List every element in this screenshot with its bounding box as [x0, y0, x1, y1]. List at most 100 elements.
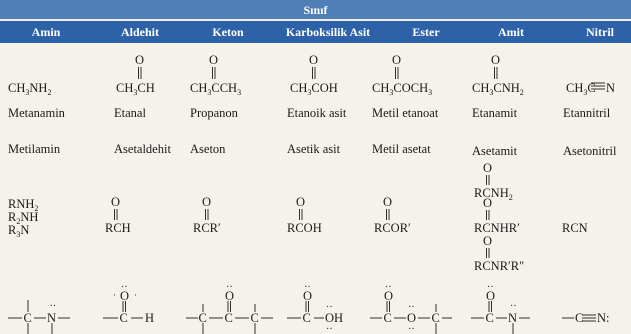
general-formula-ester: RCOR′ O [374, 195, 411, 235]
formula-ketone: CH3CCH3 O [190, 53, 241, 97]
svg-text:··: ·· [408, 302, 415, 313]
carbonyl-oxygen: O [309, 53, 318, 67]
svg-text:··: ·· [304, 282, 311, 293]
svg-text:C: C [251, 311, 259, 325]
svg-text:O: O [383, 195, 392, 209]
svg-text:C: C [199, 311, 207, 325]
svg-text:R3N: R3N [8, 223, 29, 239]
general-formula-nitrile: RCN [562, 221, 588, 235]
svg-text:RCNHR′: RCNHR′ [474, 221, 520, 235]
iupac-name-amine: Metanamin [8, 106, 65, 120]
svg-text:·: · [134, 290, 137, 300]
formula-nitrile: CH3C N [566, 81, 615, 97]
svg-text:RCH: RCH [105, 221, 131, 235]
svg-text:OH: OH [325, 311, 343, 325]
iupac-name-amide: Etanamit [472, 106, 518, 120]
svg-text:C: C [384, 311, 392, 325]
svg-text:··: ·· [326, 324, 333, 334]
svg-text:N: N [47, 311, 56, 325]
svg-text:R2NH: R2NH [8, 210, 38, 226]
svg-text:O: O [111, 195, 120, 209]
class-group-label: Sınıf [303, 3, 328, 17]
column-header-amine: Amin [31, 25, 61, 39]
iupac-name-nitrile: Etannitril [563, 106, 611, 120]
general-formula-amide: RCNH2 O RCNHR′ O RCNR′R″ O [474, 161, 524, 273]
functional-group-amine [8, 300, 70, 334]
header-divider [0, 19, 631, 20]
functional-group-nitrile [562, 314, 596, 322]
svg-text:RNH2: RNH2 [8, 197, 38, 213]
carbonyl-oxygen: O [491, 53, 500, 67]
svg-text:O: O [483, 234, 492, 248]
common-name-aldehyde: Asetaldehit [114, 142, 171, 156]
svg-text:O: O [296, 195, 305, 209]
svg-text:RCNH2: RCNH2 [474, 186, 513, 202]
formula-amide: CH3CNH2 O [472, 53, 524, 97]
general-formula-amine: RNH2 R2NH R3N [8, 197, 38, 239]
svg-text:C: C [24, 311, 32, 325]
svg-text:N: N [606, 81, 615, 95]
formula-ester: CH3COCH3 O [372, 53, 432, 97]
iupac-name-ester: Metil etanoat [372, 106, 439, 120]
common-name-ester: Metil asetat [372, 142, 431, 156]
iupac-name-ketone: Propanon [190, 106, 238, 120]
column-header-amide: Amit [498, 25, 524, 39]
svg-text:C: C [120, 311, 128, 325]
svg-text:··: ·· [50, 301, 57, 312]
iupac-name-carboxylic-acid: Etanoik asit [287, 106, 347, 120]
svg-text:CH3CCH3: CH3CCH3 [190, 81, 241, 97]
column-header-carboxylic-acid: Karboksilik Asit [285, 25, 371, 39]
svg-text:N:: N: [597, 311, 610, 325]
svg-text:··: ·· [487, 282, 494, 293]
formula-carboxylic-acid: CH3COH O [290, 53, 338, 97]
svg-text:C: C [432, 311, 440, 325]
class-group-header: Sınıf [0, 0, 631, 20]
svg-text:RCN: RCN [562, 221, 588, 235]
svg-text:O: O [483, 161, 492, 175]
column-header-nitrile: Nitril [586, 25, 614, 39]
common-name-nitrile: Asetonitril [563, 144, 617, 158]
formula-aldehyde: CH3CH O [116, 53, 155, 97]
svg-text:O: O [120, 289, 129, 303]
svg-text:O: O [384, 289, 393, 303]
functional-group-ester [370, 301, 452, 334]
formula-amine: CH3NH2 [8, 81, 51, 97]
svg-text:O: O [202, 195, 211, 209]
svg-text:CH3C: CH3C [566, 81, 596, 97]
common-name-amide: Asetamit [472, 144, 518, 158]
carbonyl-oxygen: O [209, 53, 218, 67]
general-formula-carboxylic-acid: RCOH O [287, 195, 322, 235]
svg-text:·: · [113, 290, 116, 300]
svg-text:RCNR′R″: RCNR′R″ [474, 259, 524, 273]
svg-text:··: ·· [226, 282, 233, 293]
common-name-ketone: Aseton [190, 142, 226, 156]
functional-group-aldehyde [103, 301, 143, 319]
svg-text:CH3COH: CH3COH [290, 81, 338, 97]
column-header-ketone: Keton [212, 25, 244, 39]
svg-text:H: H [145, 311, 154, 325]
svg-text:C: C [225, 311, 233, 325]
svg-text:C: C [303, 311, 311, 325]
svg-text:O: O [303, 289, 312, 303]
svg-text:N: N [508, 311, 517, 325]
carbonyl-oxygen: O [392, 53, 401, 67]
column-header-row: Amin Aldehit Keton Karboksilik Asit Este… [0, 21, 631, 43]
svg-text:CH3CNH2: CH3CNH2 [472, 81, 524, 97]
functional-group-carboxylic-acid [287, 301, 324, 319]
general-formula-aldehyde: RCH O [105, 195, 131, 235]
carbonyl-oxygen: O [135, 53, 144, 67]
svg-text:O: O [483, 196, 492, 210]
svg-text:··: ·· [385, 282, 392, 293]
functional-group-amide [471, 301, 530, 334]
common-name-amine: Metilamin [8, 142, 61, 156]
svg-text:RCOH: RCOH [287, 221, 322, 235]
svg-text:C: C [575, 311, 583, 325]
svg-text:O: O [486, 289, 495, 303]
iupac-name-aldehyde: Etanal [114, 106, 146, 120]
general-formula-ketone: RCR′ O [193, 195, 221, 235]
svg-text:··: ·· [121, 282, 128, 293]
svg-text:··: ·· [326, 302, 333, 313]
common-name-carboxylic-acid: Asetik asit [287, 142, 341, 156]
column-header-aldehyde: Aldehit [120, 25, 160, 39]
